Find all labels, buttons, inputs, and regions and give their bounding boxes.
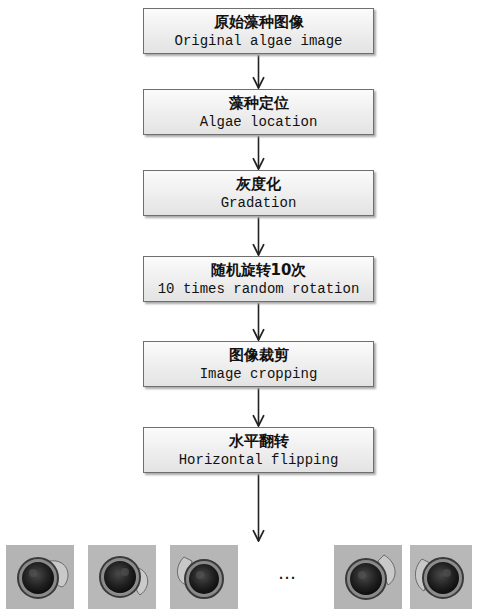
ellipsis-label: … <box>276 562 298 583</box>
step-title-zh: 随机旋转10次 <box>211 261 307 280</box>
algae-sample <box>334 545 402 609</box>
process-box: 水平翻转Horizontal flipping <box>143 427 374 473</box>
step-title-en: Horizontal flipping <box>179 451 339 469</box>
step-title-en: Original algae image <box>174 32 342 50</box>
algae-sample <box>88 545 156 609</box>
flow-arrow <box>258 303 260 340</box>
process-box: 灰度化Gradation <box>143 170 374 216</box>
algae-sample <box>170 545 238 609</box>
output-arrow <box>258 474 260 541</box>
flow-arrow <box>258 388 260 426</box>
step-title-en: Gradation <box>221 194 297 212</box>
step-title-zh: 藻种定位 <box>229 94 289 113</box>
step-title-zh: 原始藻种图像 <box>214 13 304 32</box>
process-box: 图像裁剪Image cropping <box>143 341 374 387</box>
flow-arrow <box>258 136 260 169</box>
process-box: 随机旋转10次10 times random rotation <box>143 256 374 302</box>
flow-arrow <box>258 55 260 88</box>
step-title-zh: 水平翻转 <box>229 432 289 451</box>
algae-sample <box>6 545 74 609</box>
step-title-en: Image cropping <box>200 365 318 383</box>
process-box: 藻种定位Algae location <box>143 89 374 135</box>
step-title-zh: 灰度化 <box>236 175 281 194</box>
algae-sample <box>410 545 472 609</box>
step-title-en: 10 times random rotation <box>158 280 360 298</box>
flow-arrow <box>258 217 260 255</box>
process-box: 原始藻种图像Original algae image <box>143 8 374 54</box>
step-title-zh: 图像裁剪 <box>229 346 289 365</box>
step-title-en: Algae location <box>200 113 318 131</box>
